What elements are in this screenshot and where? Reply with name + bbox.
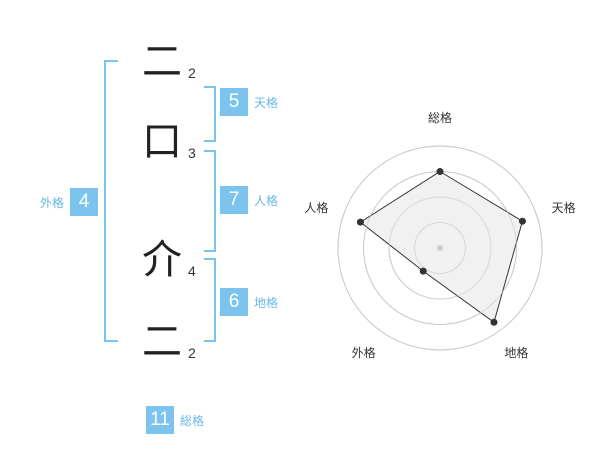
radar-point-4 <box>419 267 427 275</box>
stroke-count-1: 2 <box>188 65 196 81</box>
tenkaku-bracket <box>204 86 216 142</box>
chikaku-label: 地格 <box>254 295 279 310</box>
name-char-4: 二 <box>142 319 182 365</box>
jinkaku-label: 人格 <box>254 193 279 208</box>
name-char-1: 二 <box>142 39 182 85</box>
soukaku-badge: 11 総格 <box>146 406 204 434</box>
jinkaku-value: 7 <box>220 186 248 214</box>
radar-data <box>337 145 543 351</box>
gaikaku-value: 4 <box>70 188 99 216</box>
radar-center-dot <box>437 245 443 251</box>
gaikaku-badge: 外格 4 <box>40 188 99 216</box>
stroke-count-2: 3 <box>188 145 196 161</box>
radar-axis-label-1: 総格 <box>428 110 452 125</box>
chikaku-badge: 6 地格 <box>220 288 278 316</box>
stroke-count-3: 4 <box>188 263 196 279</box>
radar-point-3 <box>490 318 498 326</box>
tenkaku-value: 5 <box>220 88 248 116</box>
radar-point-5 <box>356 218 364 226</box>
chikaku-bracket <box>204 258 216 342</box>
radar-grid-ring-overlay <box>337 145 543 351</box>
jinkaku-bracket <box>204 150 216 252</box>
jinkaku-badge: 7 人格 <box>220 186 278 214</box>
gaikaku-label: 外格 <box>40 195 65 210</box>
gaikaku-bracket <box>104 60 118 342</box>
radar-axis-label-2: 天格 <box>552 200 576 215</box>
chikaku-value: 6 <box>220 288 248 316</box>
tenkaku-label: 天格 <box>254 95 279 110</box>
radar-axis-label-4: 外格 <box>352 345 376 360</box>
radar-point-1 <box>436 168 444 175</box>
name-char-3: 介 <box>142 237 182 283</box>
radar-grid-ring-overlay <box>414 222 466 274</box>
radar-axis-label-5: 人格 <box>304 200 328 215</box>
radar-grid-ring-overlay <box>388 196 492 300</box>
tenkaku-badge: 5 天格 <box>220 88 278 116</box>
name-char-2: 口 <box>142 119 182 165</box>
soukaku-value: 11 <box>146 406 174 434</box>
stroke-count-4: 2 <box>188 345 196 361</box>
radar-axis-label-3: 地格 <box>504 345 528 360</box>
radar-point-2 <box>518 217 526 225</box>
soukaku-label: 総格 <box>180 413 205 428</box>
